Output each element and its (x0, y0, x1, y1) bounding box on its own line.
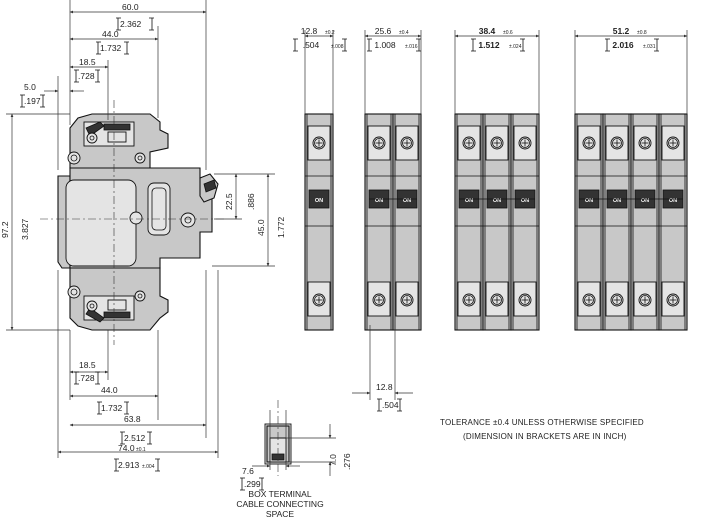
dim-74-inch-label: 2.913 (118, 460, 140, 470)
pole-width-inch-label: .504 (303, 40, 320, 50)
dim-5-label: 5.0 (24, 82, 36, 92)
breaker-pole: ON (304, 113, 334, 331)
dim-lower-44-inch-label: 1.732 (101, 403, 123, 413)
breaker-pole: ON (454, 113, 484, 331)
handle-on-label: ON (315, 198, 323, 204)
breaker-pole: ON (658, 113, 688, 331)
handle-on-label: ON (585, 198, 593, 204)
terminal-width-inch-label: .299 (244, 479, 261, 489)
dim-45-inch-label: 1.772 (276, 216, 286, 238)
handle-on-label: ON (375, 198, 383, 204)
dim-74-label: 74.0 (118, 443, 135, 453)
pole-width-dim-3: 38.4 ±0.61.512 ±.024 (454, 26, 540, 114)
front-views: ON ON ON ON ON ON ON ON ON ON (304, 113, 688, 331)
pole-width-dimensions: 12.8 ±0.2 .504 ±.008 25.6 ±0.41.008 ±.016 38.4 ±… (293, 26, 688, 114)
dim-18-5-inch-label: .728 (78, 71, 95, 81)
handle-on-label: ON (641, 198, 649, 204)
dim-97-2-inch-label: 3.827 (20, 218, 30, 240)
dim-97-2-label: 97.2 (0, 221, 10, 238)
terminal-caption-1: BOX TERMINAL (248, 489, 311, 499)
pole-width-dim-2: 25.6 ±0.41.008 ±.016 (364, 26, 422, 114)
pole-width-inch-tol-label: ±.024 (509, 44, 522, 50)
breaker-pole: ON (602, 113, 632, 331)
pole-pitch-inch-label: .504 (382, 400, 399, 410)
dim-74-tol-label: ±0.1 (136, 447, 146, 453)
terminal-height-label: 7.0 (328, 454, 338, 466)
pole-width-mm-label: 12.8 (301, 26, 318, 36)
breaker-pole: ON (510, 113, 540, 331)
pole-width-dim-1: 12.8 ±0.2 .504 ±.008 (293, 26, 347, 114)
dim-lower-18-5-inch-label: .728 (78, 373, 95, 383)
breaker-pole: ON (630, 113, 660, 331)
pole-width-mm-label: 38.4 (479, 26, 496, 36)
pole-width-tol-label: ±0.2 (325, 30, 335, 36)
pole-width-tol-label: ±0.8 (637, 30, 647, 36)
breaker-pole: ON (574, 113, 604, 331)
breaker-pole: ON (482, 113, 512, 331)
terminal-caption-2: CABLE CONNECTING (236, 499, 323, 509)
dim-lower-18-5-label: 18.5 (79, 360, 96, 370)
pole-width-inch-label: 2.016 (612, 40, 634, 50)
side-view-dimensions (6, 0, 275, 458)
dim-44-inch-label: 1.732 (100, 43, 122, 53)
pole-pitch-label: 12.8 (376, 382, 393, 392)
handle-on-label: ON (465, 198, 473, 204)
tolerance-note: TOLERANCE ±0.4 UNLESS OTHERWISE SPECIFIE… (440, 418, 644, 427)
handle-on-label: ON (521, 198, 529, 204)
units-note: (DIMENSION IN BRACKETS ARE IN INCH) (463, 432, 627, 441)
dim-74-inch-tol-label: ±.004 (142, 464, 155, 470)
pole-width-inch-label: 1.008 (374, 40, 396, 50)
pole-width-inch-tol-label: ±.016 (405, 44, 418, 50)
dim-60-inch-label: 2.362 (120, 19, 142, 29)
handle-on-label: ON (493, 198, 501, 204)
front-view-4-pole: ON ON ON ON (574, 113, 688, 331)
breaker-pole: ON (364, 113, 394, 331)
pole-width-mm-label: 25.6 (375, 26, 392, 36)
terminal-width-label: 7.6 (242, 466, 254, 476)
pole-width-dim-4: 51.2 ±0.82.016 ±.031 (574, 26, 688, 114)
pole-width-inch-label: 1.512 (478, 40, 500, 50)
breaker-pole: ON (392, 113, 422, 331)
dim-lower-44-label: 44.0 (101, 385, 118, 395)
dim-22-5-label: 22.5 (224, 193, 234, 210)
front-view-1-pole: ON (304, 113, 334, 331)
pole-pitch-dimension: 12.8 .504 (352, 325, 413, 412)
on-handle (308, 189, 330, 209)
dim-22-5-inch-label: .886 (246, 193, 256, 210)
dim-45-label: 45.0 (256, 219, 266, 236)
pole-width-inch-tol-label: ±.008 (331, 44, 344, 50)
dim-63-8-label: 63.8 (124, 414, 141, 424)
dim-5-inch-label: .197 (24, 96, 41, 106)
notes: TOLERANCE ±0.4 UNLESS OTHERWISE SPECIFIE… (440, 418, 644, 441)
front-view-3-pole: ON ON ON (454, 113, 540, 331)
dim-44-label: 44.0 (102, 29, 119, 39)
handle-on-label: ON (403, 198, 411, 204)
pole-width-mm-label: 51.2 (613, 26, 630, 36)
front-view-2-pole: ON ON (364, 113, 422, 331)
dim-18-5-label: 18.5 (79, 57, 96, 67)
dim-63-8-inch-label: 2.512 (124, 433, 146, 443)
handle-on-label: ON (613, 198, 621, 204)
box-terminal-detail: 7.6 .299 7.0 .276 BOX TERMINAL CABLE CON… (236, 400, 352, 519)
side-view (40, 100, 225, 345)
pole-width-tol-label: ±0.4 (399, 30, 409, 36)
side-dimension-labels: 60.0 2.362 44.0 1.732 18.5 .728 5.0 .197… (0, 2, 286, 472)
terminal-height-inch-label: .276 (342, 453, 352, 470)
terminal-caption-3: SPACE (266, 509, 295, 519)
dim-60-label: 60.0 (122, 2, 139, 12)
handle-on-label: ON (669, 198, 677, 204)
pole-width-tol-label: ±0.6 (503, 30, 513, 36)
pole-width-inch-tol-label: ±.031 (643, 44, 656, 50)
